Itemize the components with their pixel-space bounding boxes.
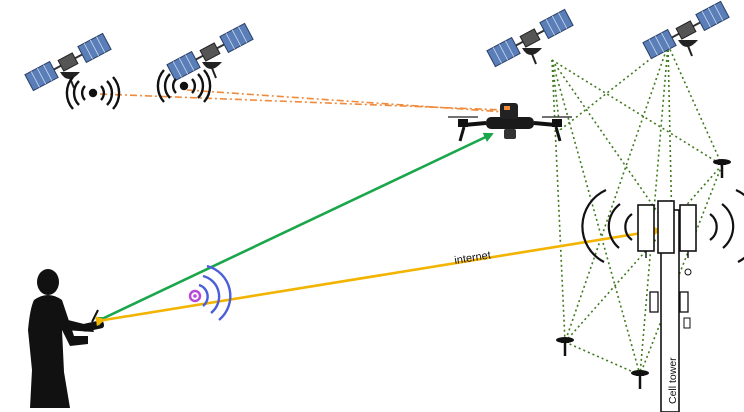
radio-wave-icon	[65, 76, 121, 110]
internet-label: internet	[454, 249, 492, 267]
satellite-icon	[641, 0, 731, 60]
person-with-controller-icon	[28, 269, 105, 408]
drone-icon	[448, 103, 572, 142]
gnss-base-station-icon	[554, 335, 576, 358]
satellite-icon	[165, 22, 255, 82]
internet-link	[95, 226, 662, 327]
radio-wave-icon	[156, 69, 212, 103]
satellite-icon	[485, 8, 575, 68]
drone-control-link	[94, 132, 494, 326]
satellite-to-drone-link	[99, 89, 506, 113]
wifi-signal-icon	[188, 264, 232, 321]
gnss-base-station-icon	[629, 368, 651, 391]
satellite-icon	[23, 32, 113, 92]
cell-tower-icon	[581, 188, 744, 412]
cell-tower-label: Cell tower	[667, 357, 679, 404]
gnss-base-station-icon	[711, 157, 733, 180]
